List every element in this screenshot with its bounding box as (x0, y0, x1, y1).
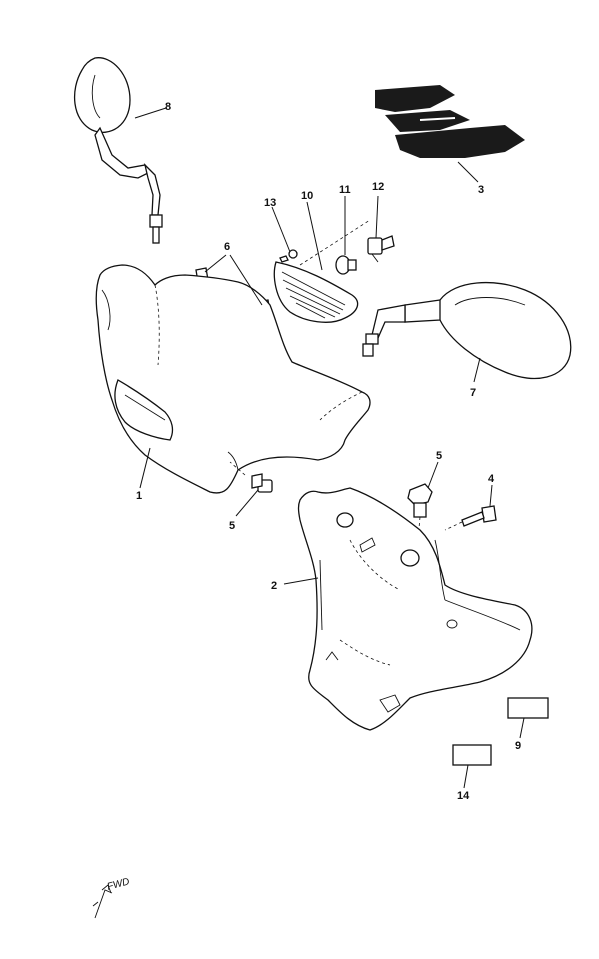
callout-labels: 8 3 13 10 11 12 6 7 1 5 5 4 2 9 14 (136, 101, 521, 802)
callout-12: 12 (372, 181, 384, 193)
callout-8: 8 (165, 101, 171, 113)
screw-13 (279, 249, 298, 263)
callout-5-right: 5 (436, 450, 442, 462)
left-mirror (73, 57, 163, 244)
front-lamp (273, 219, 371, 323)
callout-4: 4 (488, 473, 495, 485)
leader-lines (134, 107, 525, 789)
right-mirror (362, 281, 572, 380)
callout-7: 7 (470, 387, 476, 399)
callout-9: 9 (515, 740, 521, 752)
label-9 (507, 697, 549, 719)
front-cover (95, 264, 371, 494)
label-14 (452, 744, 492, 766)
bulb (335, 255, 357, 275)
bolt-5-right (407, 483, 433, 541)
callout-10: 10 (301, 190, 313, 202)
callout-11: 11 (339, 184, 351, 196)
callout-2: 2 (271, 580, 277, 592)
forward-mark: FWD (92, 876, 131, 919)
callout-6: 6 (224, 241, 230, 253)
callout-3: 3 (478, 184, 484, 196)
forward-label: FWD (106, 876, 131, 893)
socket (367, 235, 395, 263)
rear-cover (297, 487, 533, 731)
callout-5-left: 5 (229, 520, 235, 532)
decal (375, 85, 525, 158)
callout-13: 13 (264, 197, 276, 209)
callout-14: 14 (457, 790, 470, 802)
callout-1: 1 (136, 490, 142, 502)
bolt-5-left (229, 461, 273, 493)
screw-4 (444, 505, 497, 531)
